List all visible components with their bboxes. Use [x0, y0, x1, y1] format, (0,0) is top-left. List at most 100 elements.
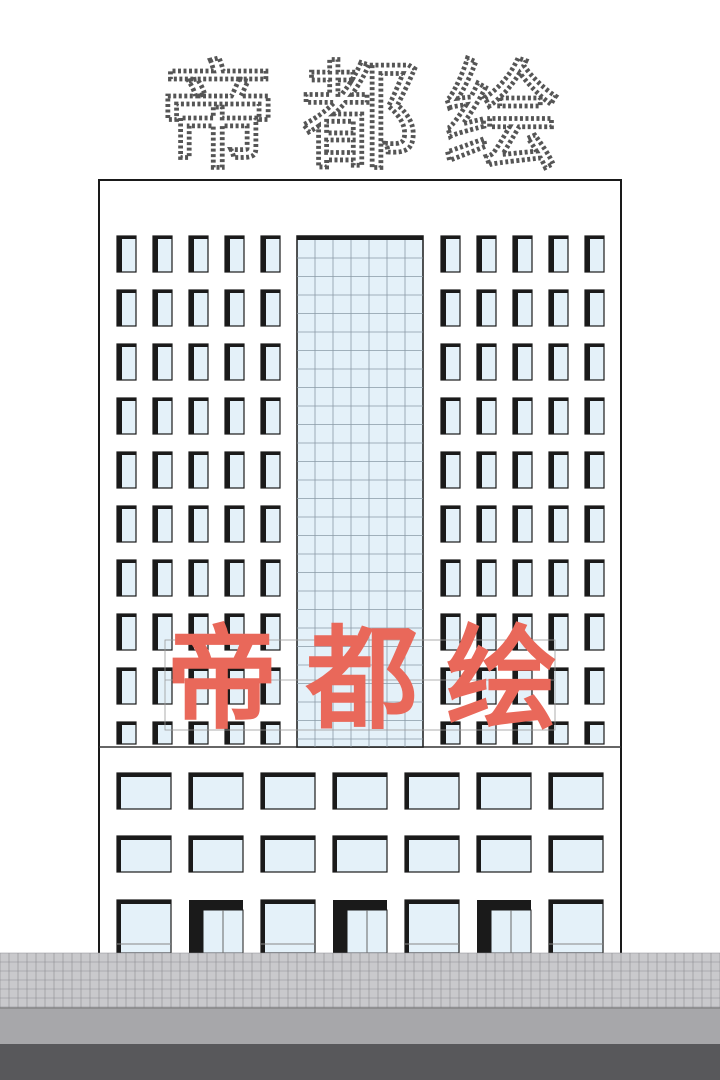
tower-window: [224, 235, 245, 273]
tower-window: [476, 343, 497, 381]
tower-window: [188, 721, 209, 745]
podium-window: [404, 899, 460, 954]
tower-window: [512, 559, 533, 597]
tower-window: [116, 559, 137, 597]
tower-window: [224, 559, 245, 597]
tower-window: [440, 451, 461, 489]
tower-window: [440, 667, 461, 705]
tower-window: [224, 667, 245, 705]
tower-window: [548, 721, 569, 745]
tower-window: [584, 721, 605, 745]
tower-window: [476, 667, 497, 705]
facade-sign: 帝 都 绘: [164, 615, 558, 745]
tower-window: [512, 667, 533, 705]
tower-window: [152, 289, 173, 327]
tower-window: [548, 397, 569, 435]
podium-window: [116, 899, 172, 954]
podium-window: [548, 835, 604, 873]
tower-window: [224, 397, 245, 435]
tower-window: [188, 505, 209, 543]
tower-window: [440, 289, 461, 327]
tower-window: [548, 667, 569, 705]
sign-char-2: 都: [305, 615, 418, 745]
tower-window: [512, 235, 533, 273]
podium-window: [404, 772, 460, 810]
podium-windows: [116, 772, 604, 954]
tower-window: [584, 397, 605, 435]
podium-window: [332, 835, 388, 873]
tower-window: [548, 559, 569, 597]
tower-window: [512, 721, 533, 745]
tower-window: [116, 289, 137, 327]
tower-window: [512, 505, 533, 543]
entrance-door: [477, 900, 532, 954]
tower-window: [116, 721, 137, 745]
entrance-door: [333, 900, 388, 954]
tower-window: [116, 505, 137, 543]
roof-sign-char-1: 帝: [159, 48, 277, 186]
sign-char-1: 帝: [166, 615, 278, 745]
tower-window: [584, 559, 605, 597]
tower-window: [440, 505, 461, 543]
tower-window: [152, 721, 173, 745]
tower-window: [548, 505, 569, 543]
podium-window: [188, 835, 244, 873]
tower-window: [152, 559, 173, 597]
tower-window: [476, 559, 497, 597]
tower-window: [440, 235, 461, 273]
tower-window: [584, 289, 605, 327]
roof-sign-char-3: 绘: [443, 48, 561, 186]
tower-window: [476, 505, 497, 543]
tower-window: [512, 343, 533, 381]
tower-window: [224, 613, 245, 651]
entrance-door: [189, 900, 244, 954]
tower-window: [476, 289, 497, 327]
tower-window: [476, 613, 497, 651]
tower-window: [476, 451, 497, 489]
tower-window: [188, 559, 209, 597]
tower-window: [188, 667, 209, 705]
tower-window: [152, 235, 173, 273]
tower-window: [188, 451, 209, 489]
tower-window: [584, 613, 605, 651]
tower-window: [152, 613, 173, 651]
podium-window: [260, 835, 316, 873]
tower-window: [584, 451, 605, 489]
podium-window: [260, 772, 316, 810]
tower-window: [116, 397, 137, 435]
tower-window: [548, 289, 569, 327]
tower-window: [260, 667, 281, 705]
tower-window: [584, 343, 605, 381]
tower-window: [152, 451, 173, 489]
podium-window: [548, 772, 604, 810]
tower-window: [584, 667, 605, 705]
tower-window: [440, 721, 461, 745]
tower-window: [188, 397, 209, 435]
tower-window: [224, 343, 245, 381]
tower-window: [260, 505, 281, 543]
tower-window: [584, 235, 605, 273]
tower-windows: [116, 235, 605, 745]
tower-window: [224, 721, 245, 745]
tower-window: [188, 613, 209, 651]
podium-window: [476, 835, 532, 873]
tower-window: [224, 505, 245, 543]
podium-window: [332, 772, 388, 810]
tower-window: [152, 397, 173, 435]
tower-window: [224, 451, 245, 489]
tower-window: [512, 397, 533, 435]
roof-sign-char-2: 都: [300, 48, 419, 186]
tower-window: [548, 235, 569, 273]
tower-window: [116, 667, 137, 705]
podium-window: [260, 899, 316, 954]
podium-window: [404, 835, 460, 873]
tower-window: [548, 451, 569, 489]
tower-window: [260, 343, 281, 381]
tower-window: [116, 451, 137, 489]
podium-window: [116, 772, 172, 810]
ground: [0, 952, 720, 1080]
tower-window: [512, 613, 533, 651]
tower-window: [512, 451, 533, 489]
rooftop-outline-sign: 帝都绘: [158, 47, 561, 186]
